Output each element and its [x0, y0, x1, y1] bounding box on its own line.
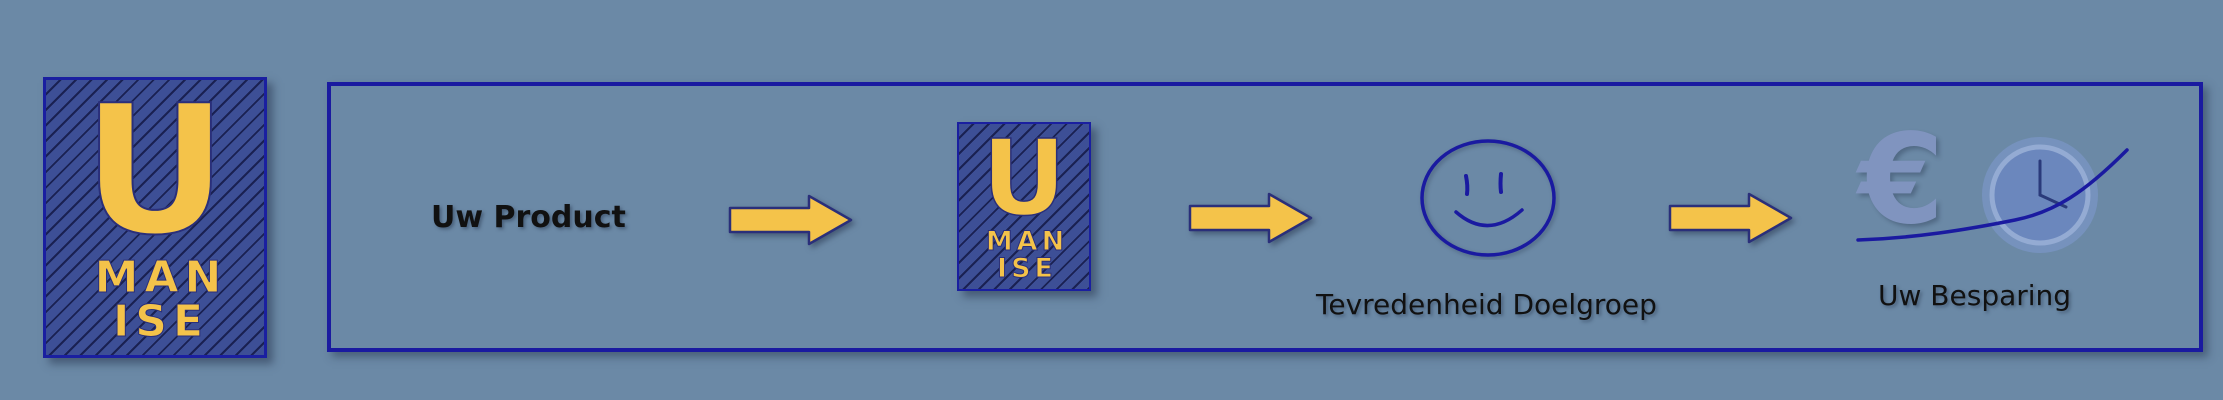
process-frame [327, 82, 2203, 352]
savings-label: Uw Besparing [1878, 279, 2072, 312]
logo-large-line2: ISE [112, 296, 210, 347]
product-label: Uw Product [431, 200, 626, 235]
logo-large-line1: MAN [94, 252, 228, 303]
euro-icon: € [1858, 108, 1945, 252]
smiley-icon [1420, 139, 1556, 257]
logo-large: U MAN ISE [43, 77, 267, 358]
logo-small-line1: MAN [985, 226, 1069, 257]
logo-small-letter: U [981, 117, 1067, 239]
satisfaction-label: Tevredenheid Doelgroep [1316, 288, 1657, 321]
arrow-right-icon [1188, 192, 1313, 244]
savings-curve-icon [1856, 148, 2129, 242]
arrow-right-icon [728, 194, 853, 246]
arrow-right-icon [1668, 192, 1793, 244]
logo-small: U MAN ISE [957, 122, 1091, 291]
logo-large-letter: U [82, 67, 229, 274]
logo-small-line2: ISE [997, 253, 1057, 284]
